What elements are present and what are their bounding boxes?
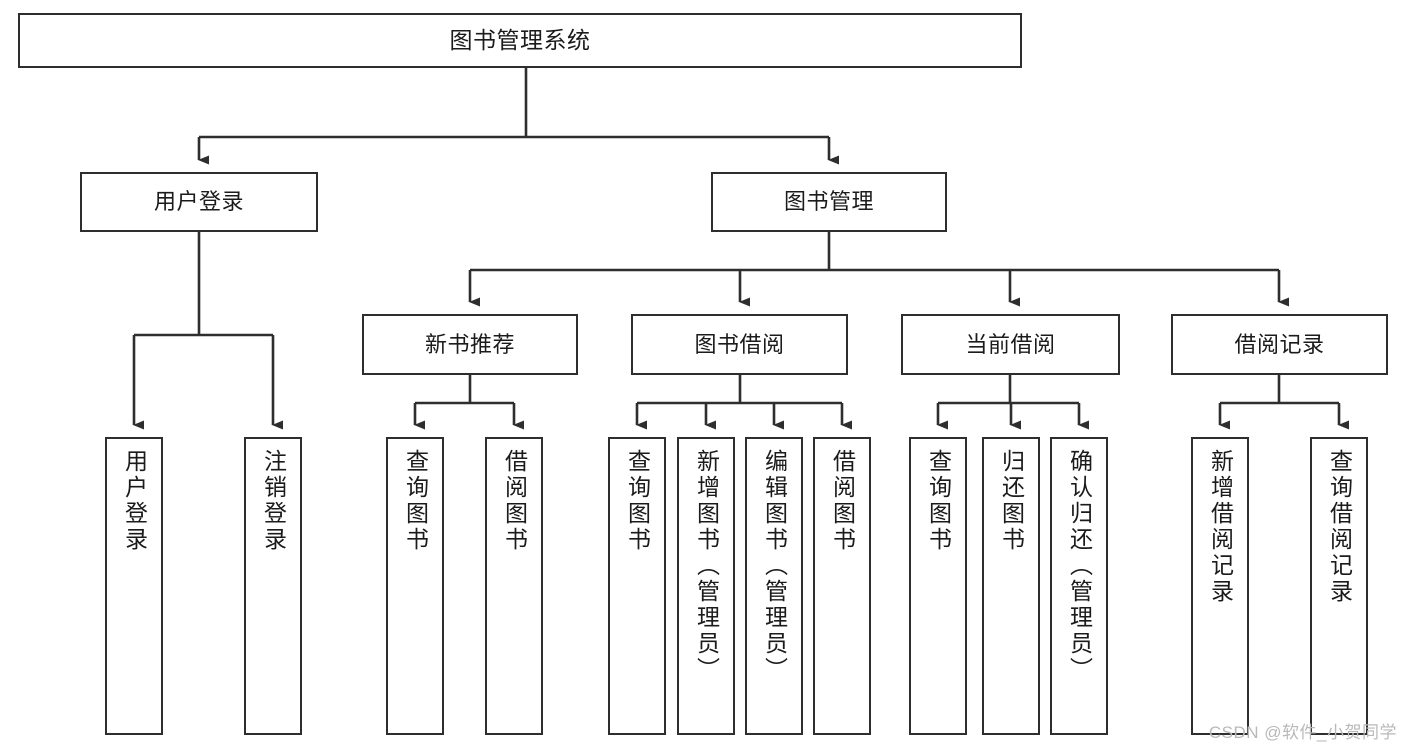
node-label: 新增图书（管理员） <box>693 449 720 683</box>
node-leaf-confirm-return[interactable]: 确认归还（管理员） <box>1050 437 1108 735</box>
node-root[interactable]: 图书管理系统 <box>18 13 1022 68</box>
node-current-borrow[interactable]: 当前借阅 <box>901 314 1120 375</box>
node-leaf-query-book-1[interactable]: 查询图书 <box>386 437 444 735</box>
node-label: 查询图书 <box>925 449 952 553</box>
node-user-login[interactable]: 用户登录 <box>80 172 318 232</box>
node-leaf-logout[interactable]: 注销登录 <box>244 437 302 735</box>
node-book-manage[interactable]: 图书管理 <box>711 172 947 232</box>
node-leaf-query-book-3[interactable]: 查询图书 <box>909 437 967 735</box>
node-label: 新增借阅记录 <box>1207 449 1234 605</box>
node-new-book-rec[interactable]: 新书推荐 <box>362 314 578 375</box>
node-leaf-add-book[interactable]: 新增图书（管理员） <box>677 437 735 735</box>
node-label: 确认归还（管理员） <box>1066 449 1093 683</box>
node-leaf-return-book[interactable]: 归还图书 <box>982 437 1040 735</box>
node-label: 图书管理系统 <box>449 26 591 53</box>
node-leaf-query-book-2[interactable]: 查询图书 <box>608 437 666 735</box>
node-label: 图书借阅 <box>694 331 785 357</box>
node-label: 查询图书 <box>402 449 429 553</box>
node-label: 用户登录 <box>121 449 148 553</box>
node-label: 图书管理 <box>783 189 874 215</box>
node-label: 查询借阅记录 <box>1326 449 1353 605</box>
node-label: 注销登录 <box>260 449 287 553</box>
node-book-borrow[interactable]: 图书借阅 <box>631 314 848 375</box>
node-label: 借阅图书 <box>501 449 528 553</box>
node-label: 编辑图书（管理员） <box>761 449 788 683</box>
node-label: 新书推荐 <box>424 331 515 357</box>
node-leaf-borrow-book-2[interactable]: 借阅图书 <box>813 437 871 735</box>
node-label: 归还图书 <box>998 449 1025 553</box>
node-leaf-add-record[interactable]: 新增借阅记录 <box>1191 437 1249 735</box>
watermark: CSDN @软件_小贺同学 <box>1208 723 1397 742</box>
node-borrow-record[interactable]: 借阅记录 <box>1171 314 1388 375</box>
node-leaf-borrow-book-1[interactable]: 借阅图书 <box>485 437 543 735</box>
node-label: 当前借阅 <box>965 331 1056 357</box>
node-leaf-edit-book[interactable]: 编辑图书（管理员） <box>745 437 803 735</box>
node-label: 借阅图书 <box>829 449 856 553</box>
node-label: 借阅记录 <box>1234 331 1325 357</box>
node-label: 查询图书 <box>624 449 651 553</box>
node-leaf-user-login[interactable]: 用户登录 <box>105 437 163 735</box>
node-leaf-query-record[interactable]: 查询借阅记录 <box>1310 437 1368 735</box>
node-label: 用户登录 <box>153 189 244 215</box>
